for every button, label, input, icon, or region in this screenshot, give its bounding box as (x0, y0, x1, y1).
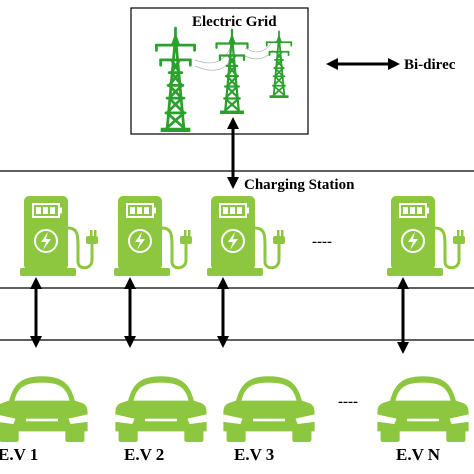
charging-station-title: Charging Station (244, 177, 355, 193)
charger-gap-marker: ---- (312, 234, 332, 250)
ev-charger-icon (114, 196, 194, 276)
ev-charger-icon (207, 196, 287, 276)
ev-charger-icon (20, 196, 100, 276)
car-icon (377, 376, 469, 442)
car-icon (0, 376, 88, 442)
ev-label: E.V N (396, 445, 441, 464)
ev-charger-icon (387, 196, 467, 276)
car-icon (115, 376, 207, 442)
vehicle-gap-marker: ---- (338, 394, 358, 410)
car-icon (223, 376, 315, 442)
charger-ev-arrows (30, 277, 409, 354)
vehicles (0, 376, 469, 442)
electric-grid-title: Electric Grid (192, 14, 277, 30)
ev-label: E.V 1 (0, 445, 38, 464)
ev-label: E.V 2 (124, 445, 164, 464)
ev-label: E.V 3 (234, 445, 274, 464)
legend-label: Bi-direc (404, 57, 456, 73)
chargers (20, 196, 467, 276)
